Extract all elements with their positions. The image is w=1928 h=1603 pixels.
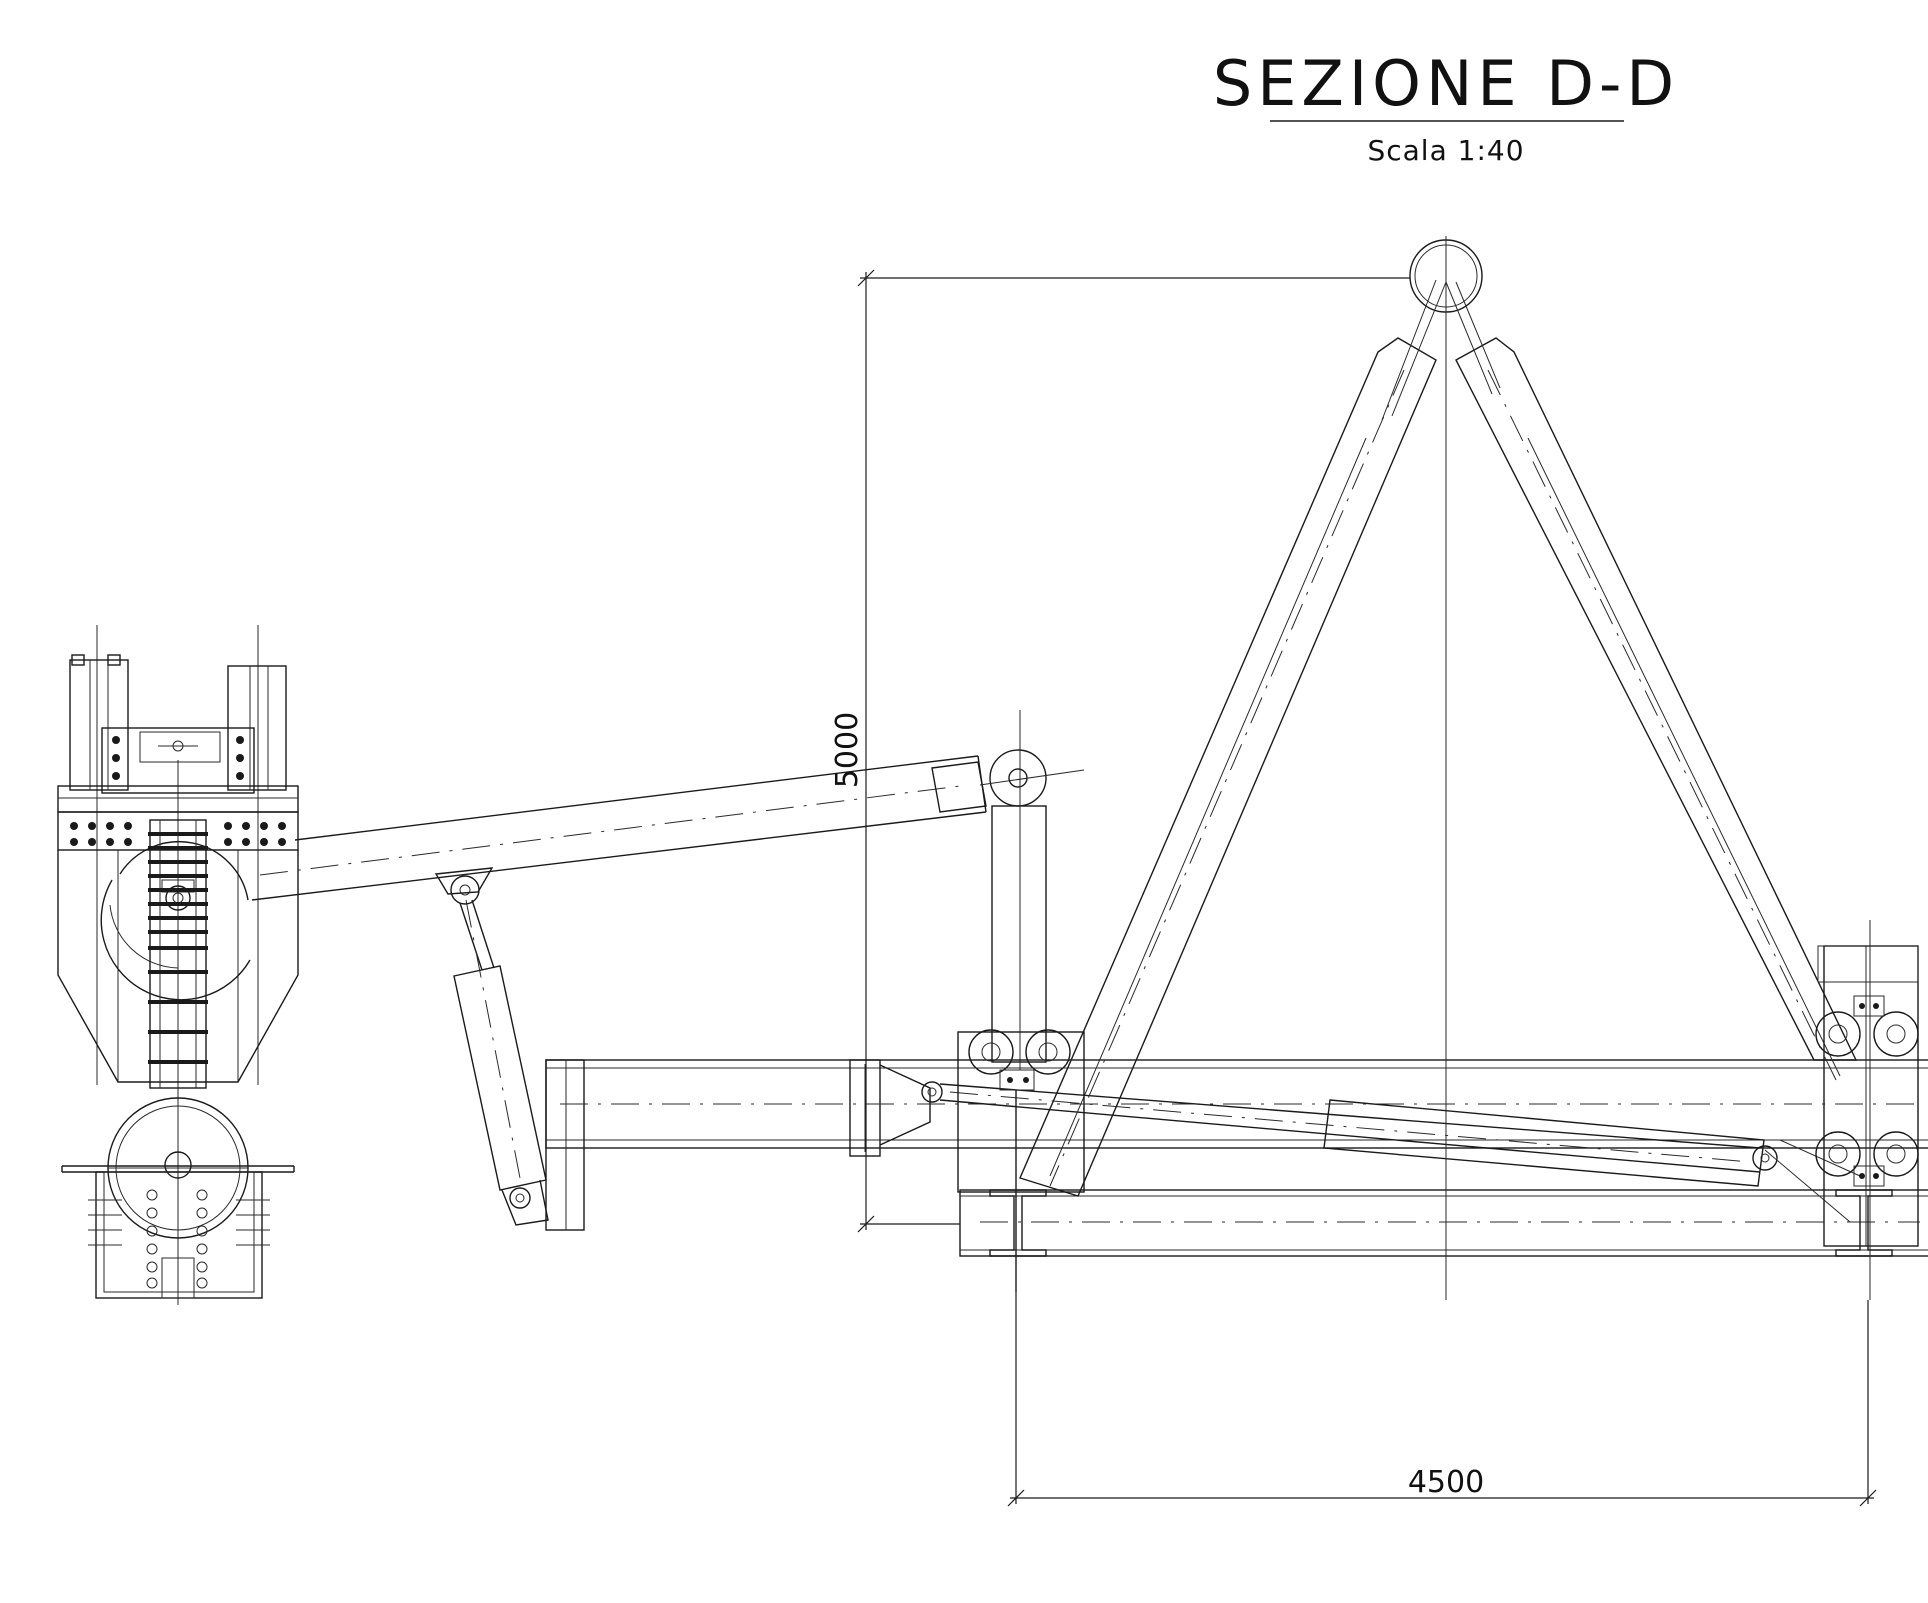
left-rollers [957,1029,1085,1292]
width-dimension-label: 4500 [1408,1465,1484,1500]
base-bolts [88,1189,270,1289]
horizontal-beams [545,1059,1928,1257]
scale-label: Scala 1:40 [1367,134,1524,167]
right-rollers [1815,920,1919,1300]
diagonal-tie-rod [939,1083,1861,1223]
inclined-boom-arm [251,710,1085,1226]
title-block: SEZIONE D-D Scala 1:40 [1213,47,1679,167]
height-dimension: 5000 [830,269,1410,1233]
height-dimension-label: 5000 [830,712,865,788]
a-frame [1019,236,1858,1300]
width-dimension: 4500 [1007,1292,1877,1507]
spring-coils [148,832,208,1064]
left-guide-assembly [57,625,299,1305]
section-title: SEZIONE D-D [1213,47,1679,120]
flange-bolts [70,822,286,846]
